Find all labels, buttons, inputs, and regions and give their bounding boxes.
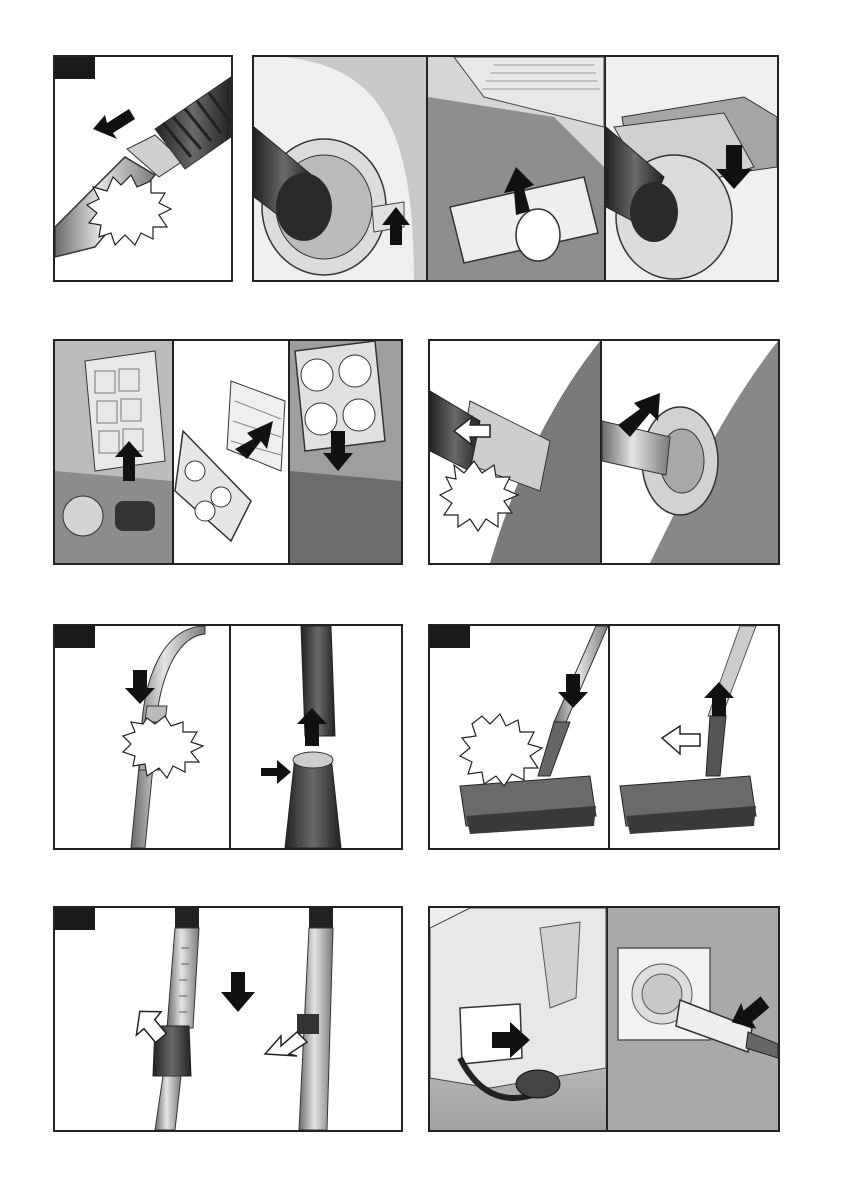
panel-hose-connect-cover (252, 55, 779, 282)
arrow-down-icon (221, 972, 255, 1012)
arrow-icon (93, 109, 135, 139)
starburst-icon (123, 716, 203, 778)
starburst-icon (460, 714, 542, 786)
panel-hose-release (428, 339, 780, 565)
panel-hose-handle (53, 55, 233, 282)
outline-arrow-icon (662, 726, 700, 754)
panel-tube-attach (53, 624, 403, 850)
panel-telescopic-tube (53, 906, 403, 1132)
arrow-right-icon (261, 760, 291, 784)
outline-arrow-icon (265, 1032, 307, 1056)
panel-filter-replace (53, 339, 403, 565)
panel-power-plug (428, 906, 780, 1132)
panel-nozzle-attach (428, 624, 780, 850)
